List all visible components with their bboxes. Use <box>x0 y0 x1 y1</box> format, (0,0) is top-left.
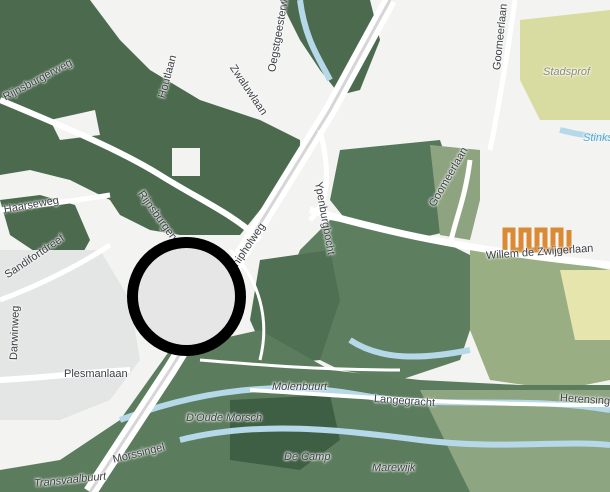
orange-building <box>502 227 572 253</box>
label-stinks: Stinks <box>583 132 610 144</box>
mid-green-area-south <box>0 330 610 492</box>
label-molenbuurt: Molenbuurt <box>272 381 328 393</box>
label-doude-morsch: D'Oude Morsch <box>186 412 263 424</box>
built-area-northwest <box>50 0 300 176</box>
location-marker[interactable] <box>127 237 246 356</box>
label-marewijk: Marewijk <box>372 462 416 474</box>
label-stadsprof: Stadsprof <box>543 66 591 78</box>
label-darwinweg: Darwinweg <box>8 305 22 361</box>
mid-green-area-east <box>250 10 610 390</box>
label-de-camp: De Camp <box>284 451 331 463</box>
label-plesmanlaan: Plesmanlaan <box>64 368 128 380</box>
